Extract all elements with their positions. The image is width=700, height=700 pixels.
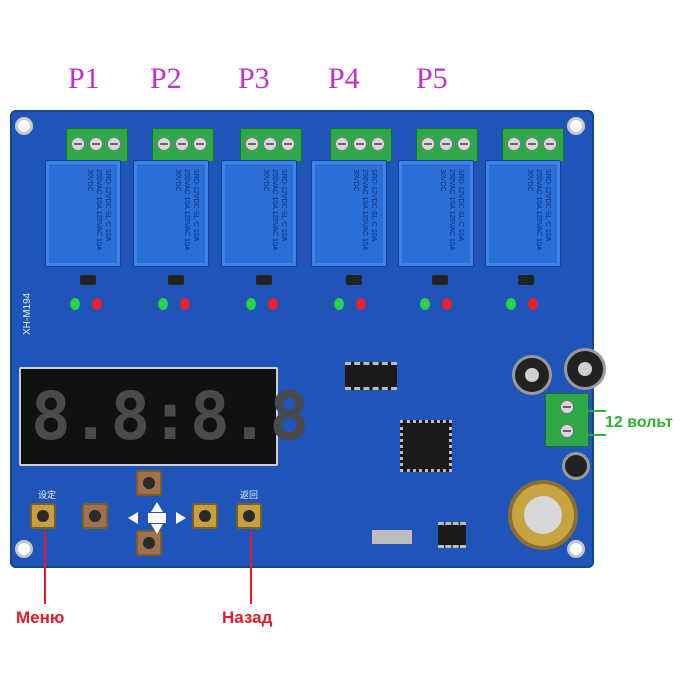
- relay-terminal: [330, 128, 392, 162]
- relay-label-p5: P5: [416, 62, 448, 95]
- menu-silk-label: 设定: [38, 490, 57, 500]
- menu-annotation: Меню: [16, 608, 65, 627]
- relay-6: SRD-12VDC-SL-C 10A 250VAC 10A 125VAC 10A…: [485, 160, 561, 267]
- decrease-button[interactable]: [82, 503, 108, 529]
- relay-label-p2: P2: [150, 62, 182, 95]
- transistor: [432, 275, 448, 285]
- status-led-green: [246, 298, 256, 310]
- status-led-red: [356, 298, 366, 310]
- transistor: [256, 275, 272, 285]
- transistor: [518, 275, 534, 285]
- relay-5: SRD-12VDC-SL-C 10A 250VAC 10A 125VAC 10A…: [398, 160, 474, 267]
- status-led-red: [442, 298, 452, 310]
- microcontroller-chip: [400, 420, 452, 472]
- display-digits: 8.8:8.8: [31, 378, 310, 455]
- relay-label-p4: P4: [328, 62, 360, 95]
- relay-terminal: [66, 128, 128, 162]
- crystal: [372, 530, 412, 544]
- transistor: [168, 275, 184, 285]
- relay-terminal: [152, 128, 214, 162]
- direction-arrows-icon: [128, 502, 186, 534]
- back-silk-label: 返回: [240, 490, 259, 500]
- power-annotation: 12 вольт: [605, 414, 673, 431]
- mounting-hole: [567, 540, 585, 558]
- status-led-red: [92, 298, 102, 310]
- back-annotation: Назад: [222, 608, 273, 627]
- status-led-green: [334, 298, 344, 310]
- power-pointer-line: [586, 434, 606, 436]
- board-model-label: XH-M194: [22, 292, 33, 335]
- seven-segment-display: 8.8:8.8: [19, 367, 309, 466]
- transistor: [80, 275, 96, 285]
- relay-3: SRD-12VDC-SL-C 10A 250VAC 10A 125VAC 10A…: [221, 160, 297, 267]
- relay-terminal: [416, 128, 478, 162]
- mounting-hole: [15, 117, 33, 135]
- status-led-red: [180, 298, 190, 310]
- coin-battery: [508, 480, 578, 550]
- down-button[interactable]: [136, 530, 162, 556]
- status-led-green: [506, 298, 516, 310]
- relay-terminal: [240, 128, 302, 162]
- status-led-green: [420, 298, 430, 310]
- mounting-hole: [567, 117, 585, 135]
- relay-4: SRD-12VDC-SL-C 10A 250VAC 10A 125VAC 10A…: [311, 160, 387, 267]
- up-button[interactable]: [136, 470, 162, 496]
- menu-button[interactable]: [30, 503, 56, 529]
- back-pointer-line: [250, 532, 252, 604]
- increase-button[interactable]: [192, 503, 218, 529]
- relay-1: SRD-12VDC-SL-C 10A 250VAC 10A 125VAC 10A…: [45, 160, 121, 267]
- relay-label-p1: P1: [68, 62, 100, 95]
- status-led-red: [528, 298, 538, 310]
- ic-chip: [345, 362, 397, 390]
- relay-2: SRD-12VDC-SL-C 10A 250VAC 10A 125VAC 10A…: [133, 160, 209, 267]
- relay-label-p3: P3: [238, 62, 270, 95]
- power-pointer-line: [586, 410, 606, 412]
- relay-terminal: [502, 128, 564, 162]
- status-led-green: [158, 298, 168, 310]
- ic-chip-small: [438, 522, 466, 548]
- power-terminal: [545, 393, 589, 447]
- status-led-red: [268, 298, 278, 310]
- transistor: [346, 275, 362, 285]
- menu-pointer-line: [44, 532, 46, 604]
- mounting-hole: [15, 540, 33, 558]
- capacitor: [562, 452, 590, 480]
- back-button[interactable]: [236, 503, 262, 529]
- status-led-green: [70, 298, 80, 310]
